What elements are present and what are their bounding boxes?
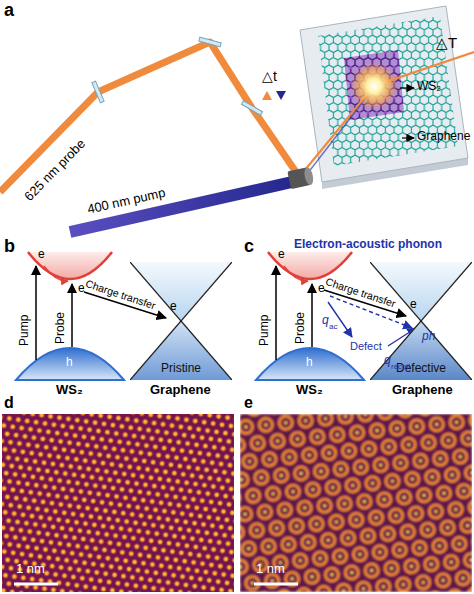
glass-slide: [300, 6, 468, 182]
pump-arrow: [275, 266, 277, 360]
dirac-cone: Pristine: [130, 262, 232, 380]
panel-letter: c: [244, 236, 254, 257]
carrier-label: e: [38, 248, 45, 262]
valence-band: [256, 348, 364, 380]
process-label: Charge transfer: [84, 277, 157, 311]
beam-label: 625 nm probe: [22, 137, 89, 205]
valence-band: [16, 348, 124, 380]
pump-beam: [70, 182, 292, 232]
leader-arrow: [400, 87, 414, 88]
lens-face: [303, 166, 315, 185]
probe-arrow: [311, 284, 313, 347]
pump-arrow: [35, 266, 37, 360]
cone-label: Pristine: [130, 361, 232, 375]
ws2-lattice: [344, 50, 404, 120]
relaxation-arrow: [44, 266, 68, 281]
graphene-lattice: [318, 16, 458, 166]
lower-cone: [130, 320, 232, 380]
material-label: Graphene: [392, 383, 453, 398]
transition-label: Probe: [54, 312, 68, 344]
beam-spot: [350, 62, 398, 110]
stm-image: [2, 414, 234, 592]
material-label: Graphene: [150, 383, 211, 398]
cone-line: [130, 262, 232, 380]
delay-marker: [262, 91, 272, 100]
carrier-label: h: [66, 356, 73, 370]
delay-marker: [276, 91, 286, 100]
scale-bar: [254, 583, 298, 586]
carrier-label: e: [278, 248, 285, 262]
material-label: Graphene: [417, 130, 470, 144]
carrier-label: h: [306, 356, 313, 370]
delay-label: △t: [262, 68, 277, 84]
scale-bar: [14, 583, 58, 586]
scale-label: 1 nm: [16, 562, 45, 577]
scale-label: 1 nm: [256, 562, 285, 577]
probe-arrow: [71, 284, 73, 347]
ws2-flake: [344, 50, 404, 120]
transition-label: Probe: [294, 312, 308, 344]
signal-label: △T: [436, 34, 457, 51]
transition-label: Pump: [18, 315, 32, 346]
probe-beam-focused: [300, 52, 474, 176]
leader-arrow: [402, 137, 414, 138]
cone-line: [370, 262, 472, 380]
cone-line: [130, 262, 232, 380]
panel-letter: d: [4, 394, 14, 412]
panel-letter: e: [244, 394, 253, 412]
cone-line: [370, 262, 472, 380]
momentum-symbol: q: [384, 354, 391, 368]
momentum-subscript: recoil: [391, 362, 410, 371]
stm-image: [240, 414, 472, 592]
momentum-symbol: q: [322, 314, 329, 328]
momentum-subscript: ac: [329, 322, 337, 331]
momentum-arrow: [328, 302, 352, 337]
panel-letter: a: [4, 0, 14, 21]
mirror: [92, 81, 104, 103]
lower-cone: [370, 320, 472, 380]
focusing-lens: [287, 166, 314, 189]
relaxation-arrow: [284, 266, 308, 281]
process-title: Electron-acoustic phonon: [294, 238, 442, 252]
setup-illustration: [0, 6, 474, 232]
phonon-label: ph: [422, 330, 435, 344]
material-label: WS₂: [417, 80, 441, 94]
carrier-label: e: [78, 282, 85, 296]
material-label: WS₂: [56, 383, 83, 398]
defect-label: Defect: [350, 340, 382, 353]
transition-label: Pump: [258, 315, 272, 346]
mirror: [241, 101, 262, 115]
mirror: [199, 37, 221, 47]
material-label: WS₂: [296, 383, 323, 398]
carrier-label: e: [170, 300, 177, 314]
panel-letter: b: [4, 236, 15, 257]
upper-cone: [370, 262, 472, 320]
carrier-label: e: [318, 282, 325, 296]
upper-cone: [130, 262, 232, 320]
carrier-label: e: [410, 298, 417, 312]
